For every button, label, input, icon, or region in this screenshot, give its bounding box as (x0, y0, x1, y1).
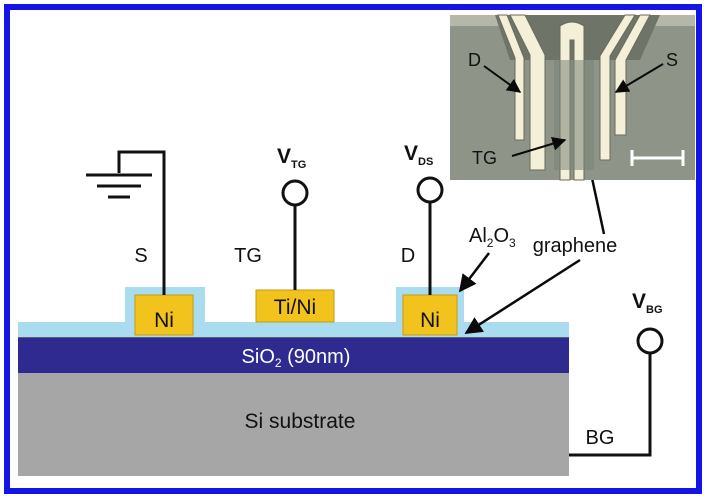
drain-label: D (401, 245, 415, 267)
drain-contact (402, 294, 458, 336)
al2o3-pointer (458, 252, 490, 293)
top-gate-label: TG (234, 245, 262, 267)
top-gate-contact (255, 289, 335, 323)
back-gate-wire (569, 353, 652, 457)
inset-label-s: S (666, 50, 678, 70)
source-contact-label: Ni (154, 309, 174, 332)
source-label: S (134, 245, 147, 267)
back-gate-label: BG (586, 427, 615, 449)
scale-bar-icon (630, 150, 685, 166)
si-substrate-layer (18, 370, 569, 476)
top-gate-contact-label: Ti/Ni (274, 296, 316, 319)
graphene-pointer-main (464, 258, 581, 335)
terminal-circle-icon (281, 179, 309, 207)
v-bg-label: VBG (632, 290, 663, 316)
terminal-circle-icon (636, 327, 664, 355)
v-tg-label: VTG (277, 145, 306, 171)
v-ds-label: VDS (404, 142, 433, 168)
inset-label-d: D (468, 50, 481, 70)
drain-contact-label: Ni (420, 309, 440, 332)
sio2-layer (18, 338, 569, 373)
terminal-circle-icon (416, 176, 444, 204)
sio2-label: SiO2 (90nm) (242, 346, 351, 370)
inset-label-tg: TG (472, 148, 497, 168)
inset-micrograph (450, 14, 695, 181)
al2o3-label: Al2O3 (469, 225, 516, 250)
inset-tg-pointer (511, 136, 567, 157)
inset-d-pointer (483, 65, 522, 93)
si-substrate-label: Si substrate (245, 410, 356, 433)
ground-symbol-icon (86, 150, 166, 295)
inset-s-pointer (614, 63, 664, 93)
graphene-label: graphene (533, 235, 618, 257)
